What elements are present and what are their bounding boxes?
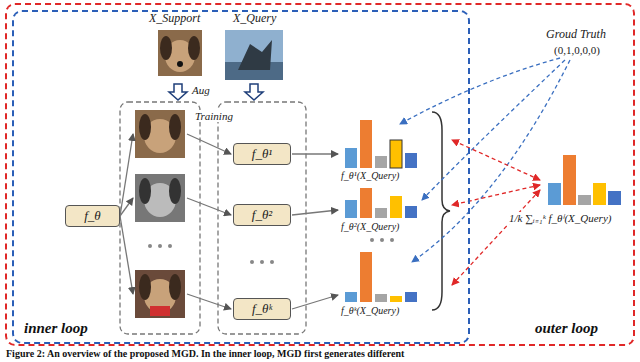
figure-label: Aug (191, 84, 211, 96)
ground-truth-arrows (400, 58, 570, 262)
query-arrow (245, 84, 263, 100)
aug-arrow (169, 84, 187, 100)
ellipsis-dots (148, 238, 394, 264)
figure-label: (0,1,0,0,0) (553, 44, 601, 56)
loop-label: outer loop (535, 320, 598, 337)
figure-label: X_Query (232, 12, 277, 25)
figure-label: f_θ¹(X_Query) (340, 170, 400, 181)
model-box: f_θ² (233, 204, 291, 226)
figure-label: Training (194, 110, 234, 122)
model-box: f_θᵏ (233, 298, 291, 320)
bar-charts (345, 120, 621, 302)
loop-region: outer loop inner loop f_θ f_θ¹ f_θ² f_θᵏ (5, 3, 635, 346)
model-group (218, 102, 306, 334)
loop-region: inner loop f_θ f_θ¹ f_θ² f_θᵏ (12, 10, 470, 344)
loop-label: inner loop (24, 320, 88, 337)
figure-label: X_Support (148, 12, 201, 25)
model-label: f_θ² (252, 207, 272, 223)
figure-label: f_θ²(X_Query) (340, 221, 400, 232)
figure-label: f_θᵏ(X_Query) (340, 305, 400, 316)
augment-group (120, 102, 200, 334)
query-photo (225, 30, 283, 80)
model-box: f_θ¹ (233, 143, 291, 165)
support-photo (158, 30, 202, 76)
model-label: f_θ¹ (252, 146, 272, 162)
fan-lines (120, 134, 338, 309)
model-label: f_θᵏ (252, 301, 272, 317)
caption: Figure 2: An overview of the proposed MG… (6, 348, 404, 359)
model-label: f_θ (84, 208, 101, 224)
augmented-photos (135, 110, 185, 318)
brace (432, 112, 450, 310)
model-box: f_θ (65, 205, 120, 227)
figure-label: Groud Truth (545, 28, 607, 41)
figure-label: 1/k ∑ᵢ₌₁ᵏ f_θⁱ(X_Query) (508, 212, 612, 224)
